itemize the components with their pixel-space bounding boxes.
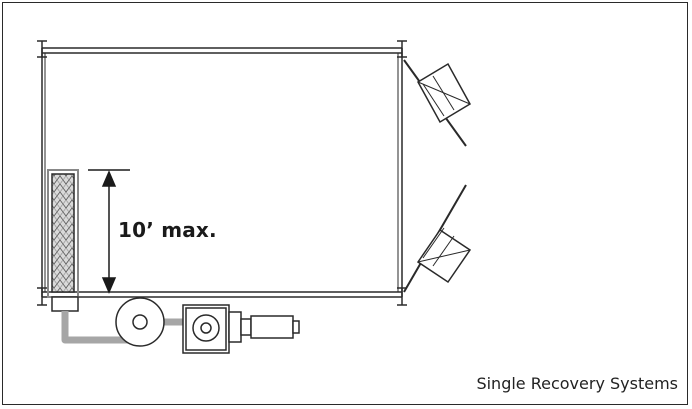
exhaust-fan-bottom bbox=[403, 184, 472, 293]
corner-post-top-left bbox=[37, 40, 47, 58]
dimension-arrow bbox=[88, 169, 130, 294]
filter-media-wall bbox=[47, 169, 79, 298]
exhaust-fan-top bbox=[403, 59, 472, 147]
dimension-label: 10’ max. bbox=[118, 218, 217, 242]
corner-post-top-right bbox=[397, 40, 407, 58]
fan-wheel bbox=[115, 297, 165, 347]
corner-post-bottom-left bbox=[37, 287, 47, 306]
room-walls bbox=[41, 47, 403, 298]
diagram-caption: Single Recovery Systems bbox=[476, 374, 678, 393]
blower-unit bbox=[182, 304, 300, 354]
supply-duct bbox=[51, 296, 190, 344]
corner-posts bbox=[37, 40, 407, 306]
